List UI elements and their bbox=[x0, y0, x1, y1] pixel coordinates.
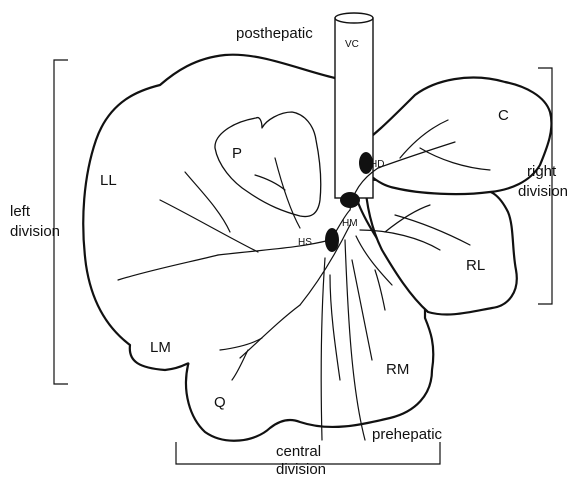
hm-label: HM bbox=[342, 218, 358, 229]
hs-label: HS bbox=[298, 237, 312, 248]
central-division-label-2: division bbox=[276, 461, 326, 478]
left-division-bracket bbox=[54, 60, 68, 384]
lobe-p-label: P bbox=[232, 145, 242, 162]
lobe-rm-label: RM bbox=[386, 361, 409, 378]
left-division-label-2: division bbox=[10, 223, 60, 240]
lobe-lm-label: LM bbox=[150, 339, 171, 356]
vc-label: VC bbox=[345, 39, 359, 50]
hm-ostium bbox=[340, 192, 360, 208]
caudate-lobe-outline bbox=[352, 78, 551, 195]
vena-cava-top bbox=[335, 13, 373, 23]
hd-label: HD bbox=[370, 159, 384, 170]
hs-ostium bbox=[325, 228, 339, 252]
right-division-label-1: right bbox=[527, 163, 557, 180]
lobe-ll-label: LL bbox=[100, 172, 117, 189]
left-division-label-1: left bbox=[10, 203, 31, 220]
right-division-label-2: division bbox=[518, 183, 568, 200]
lobe-rl-label: RL bbox=[466, 257, 485, 274]
central-division-label-1: central bbox=[276, 443, 321, 460]
posthepatic-label: posthepatic bbox=[236, 25, 313, 42]
lobe-q-label: Q bbox=[214, 394, 226, 411]
prehepatic-label: prehepatic bbox=[372, 426, 443, 443]
lobe-c-label: C bbox=[498, 107, 509, 124]
